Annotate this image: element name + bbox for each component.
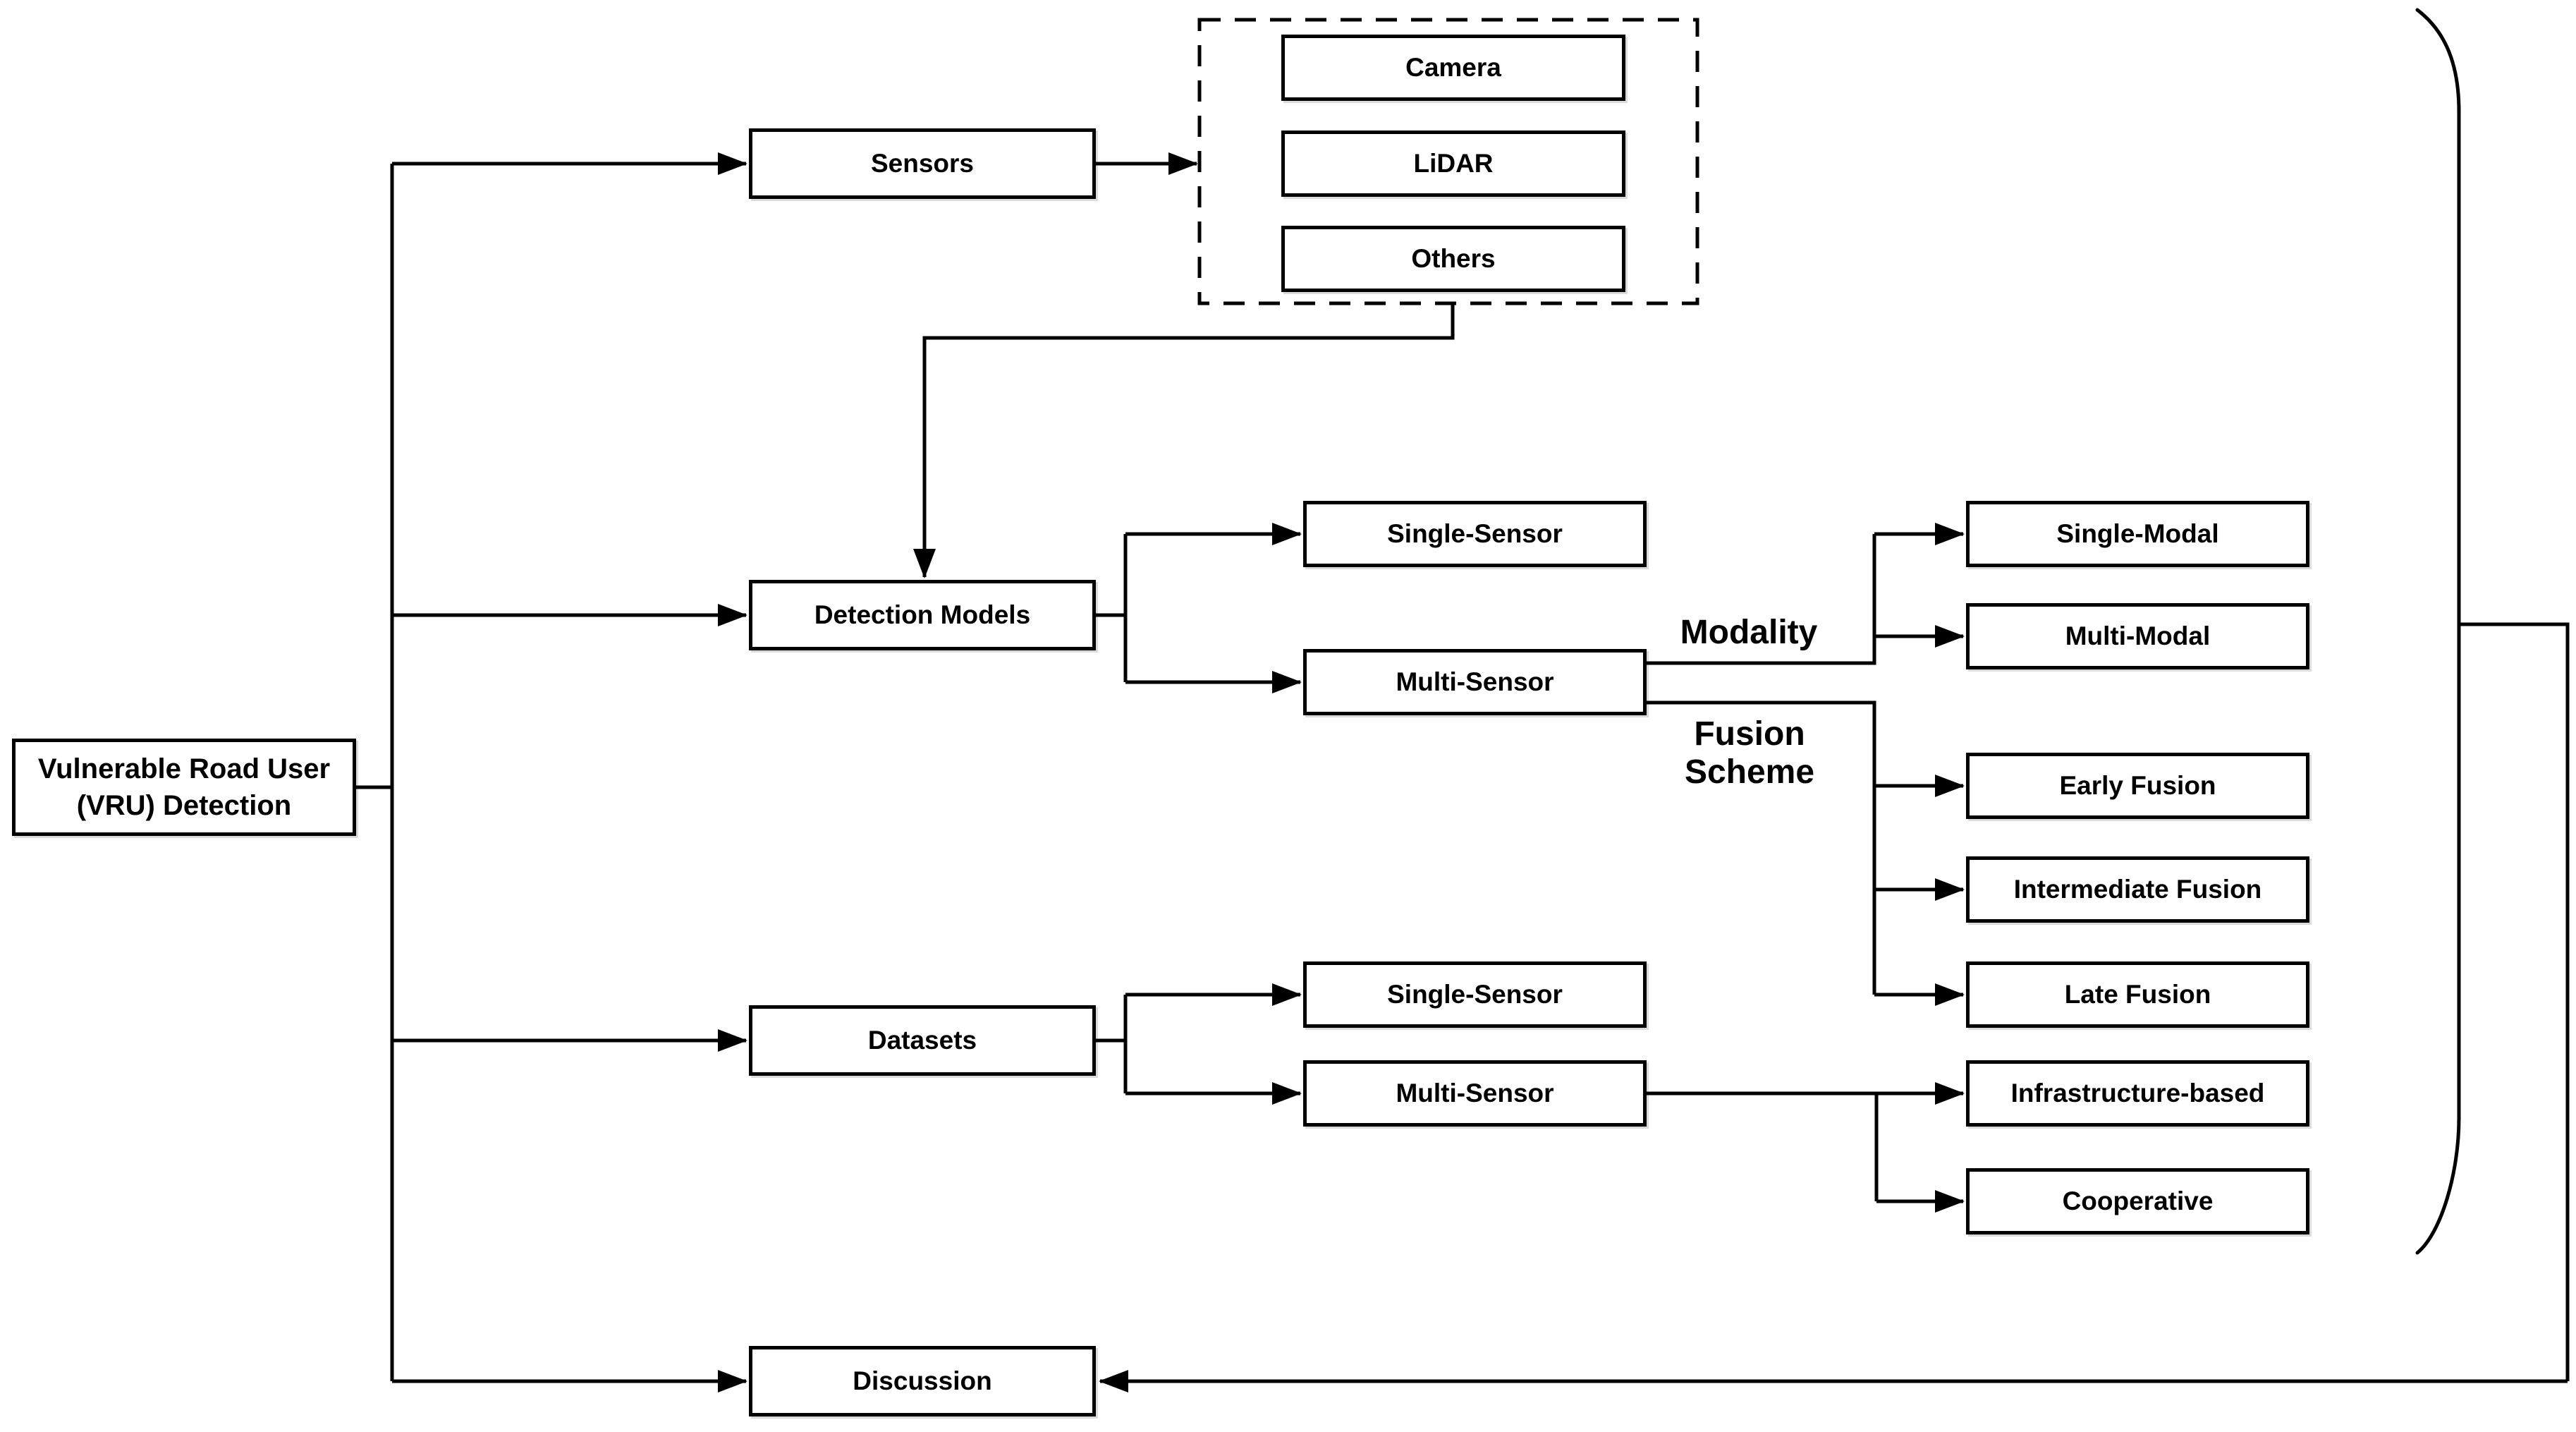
others-label: Others [1411, 243, 1496, 273]
label-fusion-scheme: Fusion Scheme [1684, 715, 1815, 791]
node-late-fusion: Late Fusion [1966, 961, 2309, 1028]
camera-label: Camera [1405, 52, 1501, 82]
root-label-line1: Vulnerable Road User [37, 753, 331, 784]
detection-models-branch [1096, 534, 1128, 682]
node-camera: Camera [1281, 35, 1625, 101]
sensor-types-group [1197, 18, 1699, 305]
fusion-scheme-branch [1647, 700, 1876, 995]
node-intermediate-fusion: Intermediate Fusion [1966, 856, 2309, 923]
label-modality: Modality [1680, 614, 1818, 651]
node-single-sensor-datasets: Single-Sensor [1303, 961, 1647, 1028]
single-sensor-datasets-label: Single-Sensor [1387, 979, 1563, 1009]
discussion-label: Discussion [853, 1366, 992, 1395]
node-cooperative: Cooperative [1966, 1168, 2309, 1234]
node-early-fusion: Early Fusion [1966, 753, 2309, 819]
cooperative-label: Cooperative [2062, 1186, 2214, 1215]
node-datasets: Datasets [749, 1005, 1096, 1076]
node-discussion: Discussion [749, 1346, 1096, 1416]
node-infrastructure-based: Infrastructure-based [1966, 1060, 2309, 1127]
intermediate-fusion-label: Intermediate Fusion [2013, 874, 2262, 904]
detection-models-label: Detection Models [814, 600, 1031, 629]
node-others: Others [1281, 226, 1625, 292]
lidar-label: LiDAR [1413, 148, 1494, 178]
arrow-sensor-types-to-detection-models [913, 303, 1455, 578]
brace-connector [2459, 622, 2570, 1381]
node-single-modal: Single-Modal [1966, 501, 2309, 567]
node-single-sensor-detection: Single-Sensor [1303, 501, 1647, 567]
single-sensor-detection-label: Single-Sensor [1387, 518, 1563, 548]
multi-sensor-datasets-label: Multi-Sensor [1396, 1078, 1554, 1108]
root-label-line2: (VRU) Detection [76, 790, 292, 821]
late-fusion-label: Late Fusion [2064, 979, 2211, 1009]
datasets-branch [1096, 995, 1128, 1093]
node-root: Vulnerable Road User (VRU) Detection [12, 739, 356, 836]
node-multi-modal: Multi-Modal [1966, 603, 2309, 669]
infrastructure-based-label: Infrastructure-based [2010, 1078, 2265, 1108]
datasets-label: Datasets [867, 1025, 977, 1055]
single-modal-label: Single-Modal [2056, 518, 2219, 548]
sensors-label: Sensors [870, 148, 974, 178]
node-multi-sensor-datasets: Multi-Sensor [1303, 1060, 1647, 1127]
multi-modal-label: Multi-Modal [2065, 621, 2211, 650]
summary-brace [2415, 8, 2461, 1255]
modality-branch [1647, 534, 1876, 665]
node-lidar: LiDAR [1281, 131, 1625, 197]
early-fusion-label: Early Fusion [2059, 770, 2216, 800]
node-detection-models: Detection Models [749, 580, 1096, 650]
node-multi-sensor-detection: Multi-Sensor [1303, 649, 1647, 715]
multi-sensor-detection-label: Multi-Sensor [1396, 667, 1554, 696]
node-sensors: Sensors [749, 128, 1096, 199]
